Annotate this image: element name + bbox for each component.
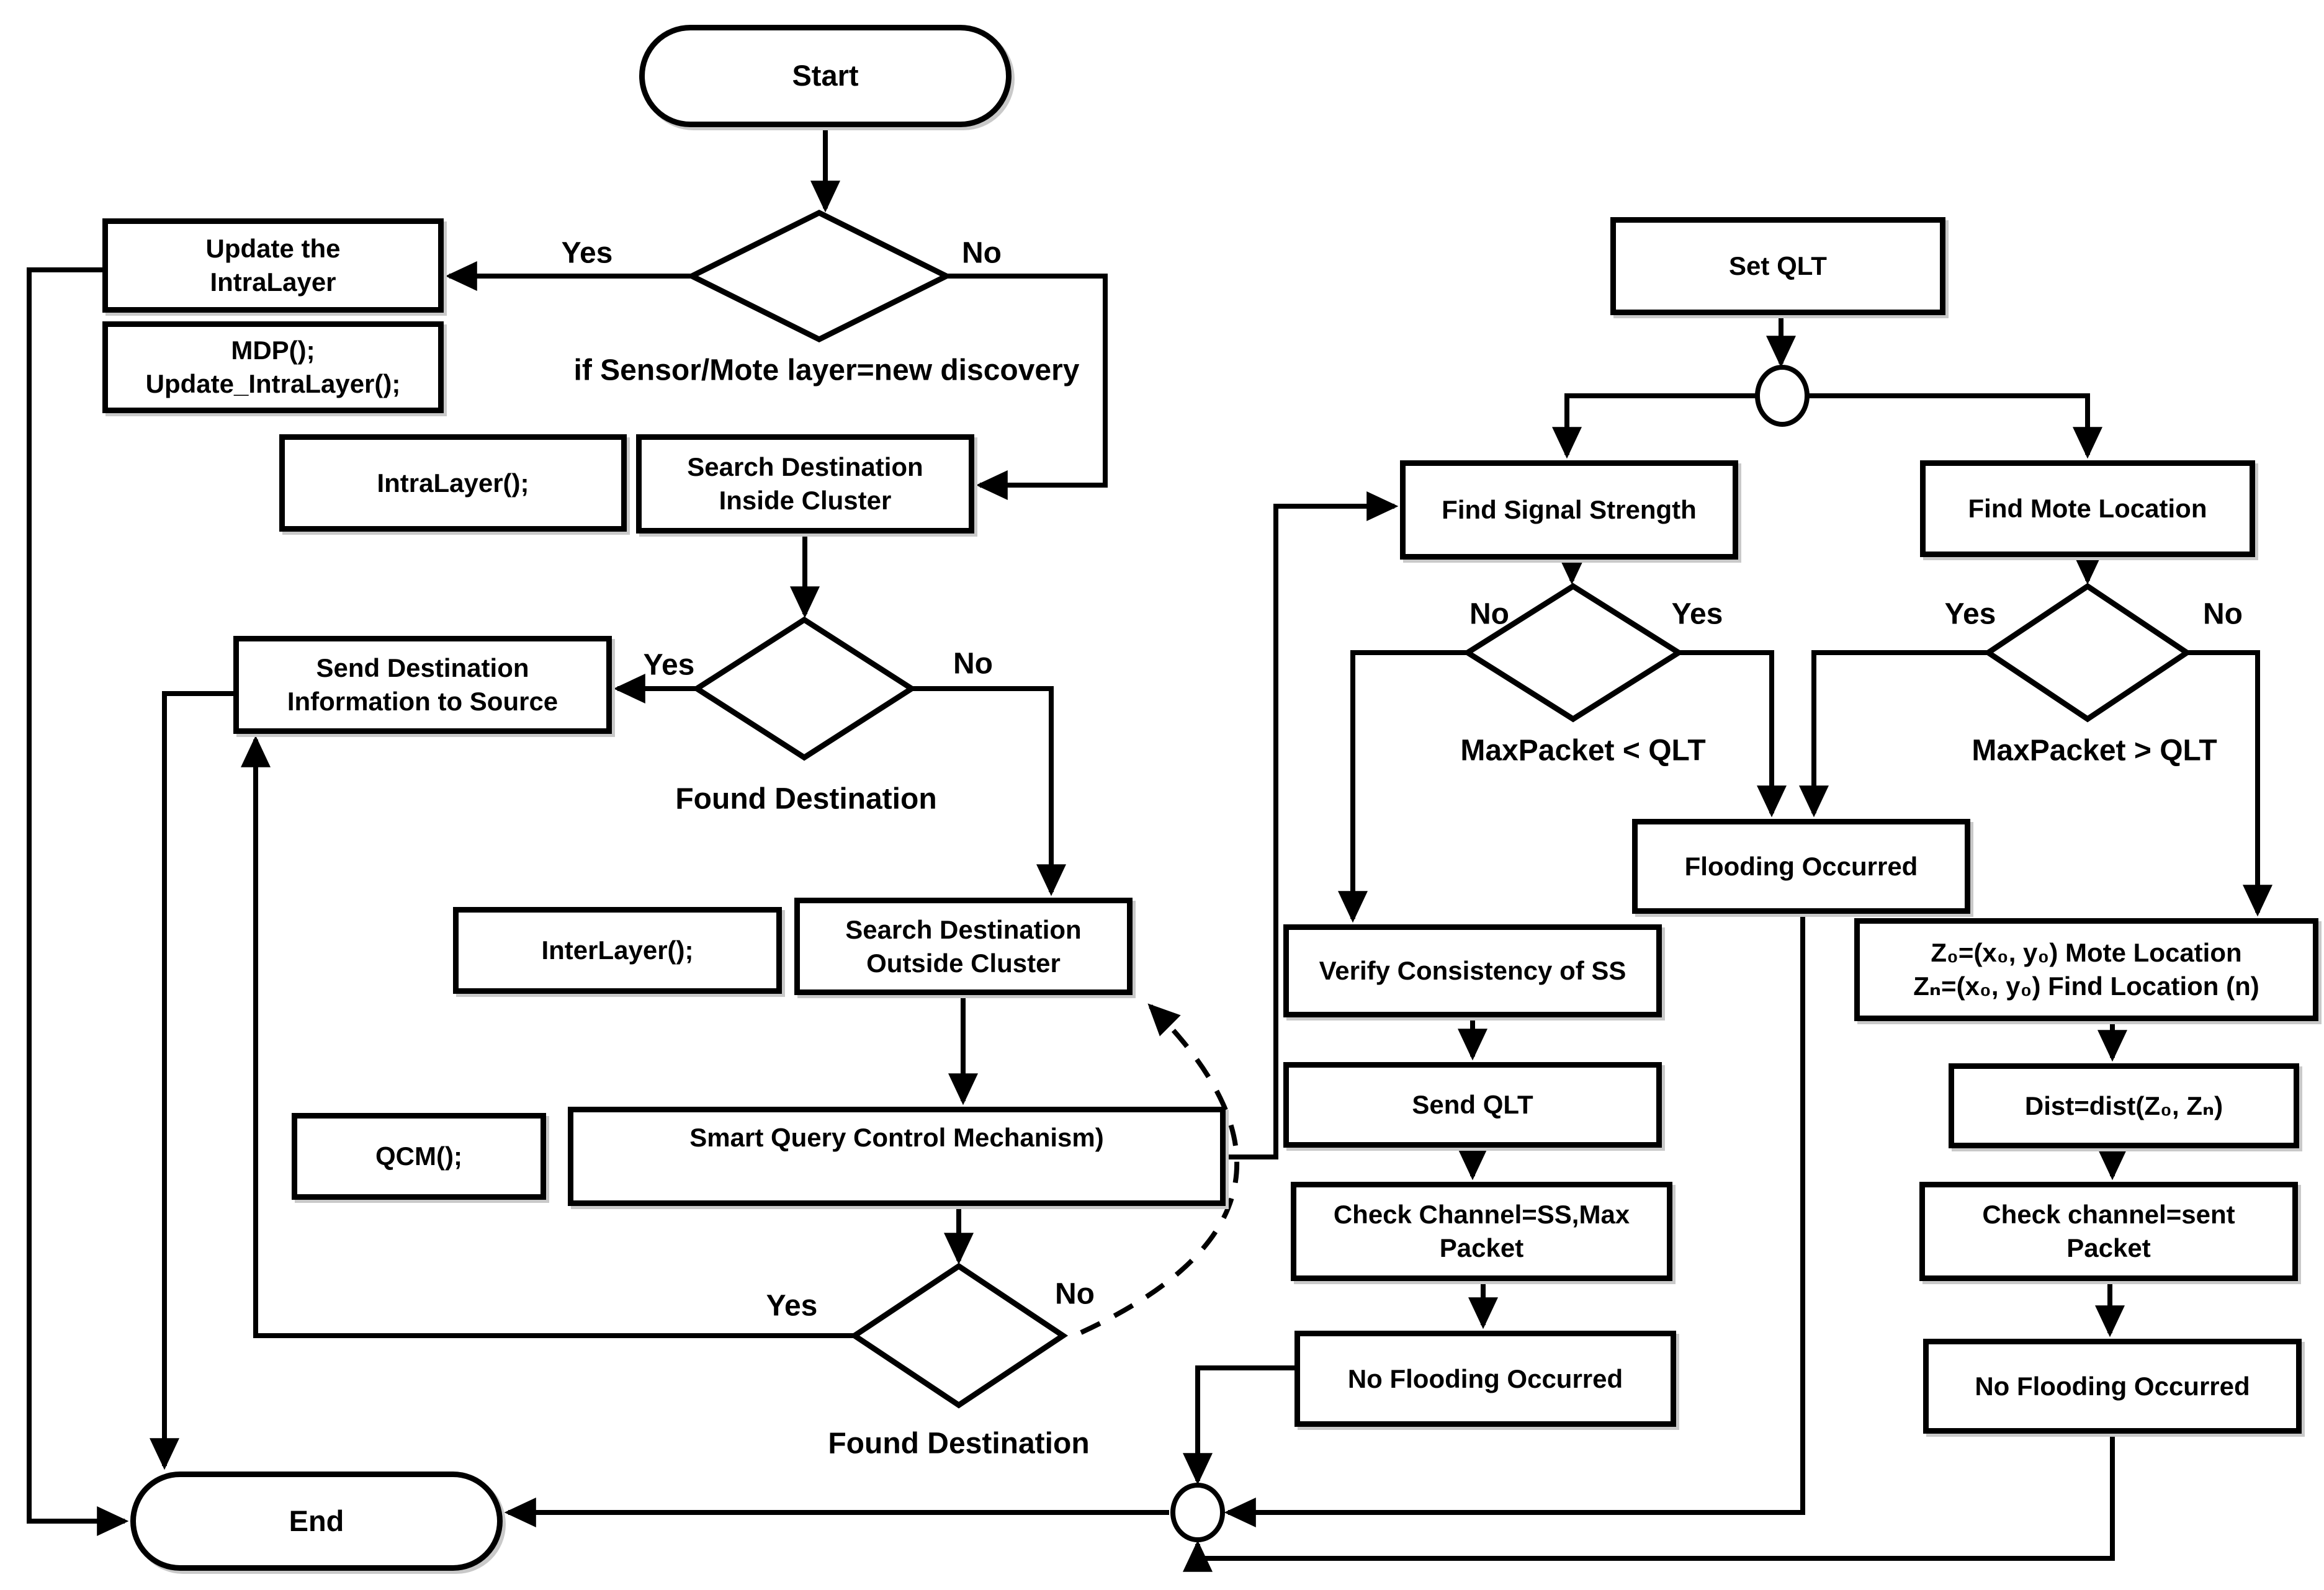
node-junction-bottom-connector [1170, 1483, 1225, 1542]
node-decision-maxpacket-gt-diamond [1983, 583, 2192, 723]
edge-discovery-no [946, 274, 1108, 500]
node-send-qlt: Send QLT [1283, 1062, 1662, 1148]
label-no-5: No [2203, 597, 2243, 631]
edge-senddest-to-end [150, 691, 233, 1470]
node-search-inside: Search Destination Inside Cluster [636, 434, 974, 534]
edge-found2-yes [241, 735, 855, 1338]
label-maxpacket-gt: MaxPacket > QLT [1972, 734, 2217, 767]
edge-maxgt-yes [1799, 650, 1988, 818]
node-decision-found-inside-diamond [691, 616, 917, 761]
node-update-intralayer: Update the IntraLayer [102, 218, 444, 313]
edge-junction-to-fss [1552, 393, 1757, 459]
edge-noflood1-to-junction2 [1183, 1365, 1294, 1485]
edge-maxlt-no [1338, 650, 1468, 923]
node-no-flooding-left: No Flooding Occurred [1294, 1331, 1676, 1427]
edge-flooding-to-junction2 [1224, 914, 1805, 1527]
label-yes-4: Yes [1671, 597, 1723, 631]
node-set-qlt: Set QLT [1610, 217, 1945, 315]
node-decision-found-outside-diamond [849, 1262, 1069, 1409]
edge-sqcm-to-fss [1226, 491, 1399, 1159]
label-found-destination-1: Found Destination [675, 782, 937, 816]
label-yes-1: Yes [561, 236, 613, 270]
node-decision-maxpacket-lt-diamond [1462, 583, 1684, 723]
node-junction-top-connector [1755, 365, 1810, 427]
label-no-1: No [962, 236, 1002, 270]
edge-found2-no-loop [1080, 1003, 1239, 1335]
node-mdp-call: MDP(); Update_IntraLayer(); [102, 321, 444, 413]
node-flooding-occurred: Flooding Occurred [1632, 819, 1970, 914]
node-check-channel-ss: Check Channel=SS,Max Packet [1291, 1182, 1672, 1281]
node-search-outside: Search Destination Outside Cluster [794, 898, 1133, 995]
label-yes-3: Yes [766, 1289, 818, 1323]
label-no-4: No [1469, 597, 1509, 631]
node-intralayer-call: IntraLayer(); [279, 434, 627, 532]
edge-junction-to-fml [1807, 393, 2102, 459]
node-check-channel-sent: Check channel=sent Packet [1919, 1182, 2298, 1281]
label-found-destination-2: Found Destination [828, 1427, 1090, 1460]
node-send-dest-info: Send Destination Information to Source [233, 636, 612, 734]
label-no-2: No [953, 647, 993, 681]
node-find-mote-location: Find Mote Location [1920, 460, 2255, 557]
node-verify-consistency-ss: Verify Consistency of SS [1283, 924, 1662, 1017]
edge-found1-no [912, 686, 1066, 896]
node-end: End [130, 1472, 503, 1571]
label-maxpacket-lt: MaxPacket < QLT [1460, 734, 1706, 767]
node-start: Start [639, 25, 1012, 127]
node-find-signal-strength: Find Signal Strength [1400, 460, 1738, 560]
node-sqcm: Smart Query Control Mechanism) [568, 1107, 1226, 1206]
edge-maxgt-no [2187, 650, 2272, 917]
label-condition-1: if Sensor/Mote layer=new discovery [573, 354, 1080, 387]
node-qcm-call: QCM(); [292, 1113, 546, 1200]
label-no-3: No [1055, 1277, 1095, 1311]
edge-update-to-end [27, 267, 129, 1536]
node-dist-calc: Dist=dist(Z₀, Zₙ) [1949, 1063, 2299, 1148]
node-mote-location-calc: Z₀=(x₀, y₀) Mote Location Zₙ=(x₀, y₀) Fi… [1854, 918, 2318, 1021]
node-decision-new-discovery-diamond [685, 209, 953, 343]
label-yes-2: Yes [643, 648, 695, 682]
edge-noflood2-to-junction2 [1183, 1434, 2115, 1572]
edge-maxlt-yes [1679, 650, 1787, 818]
label-yes-5: Yes [1944, 597, 1996, 631]
node-no-flooding-right: No Flooding Occurred [1923, 1339, 2302, 1434]
node-interlayer-call: InterLayer(); [453, 907, 782, 994]
